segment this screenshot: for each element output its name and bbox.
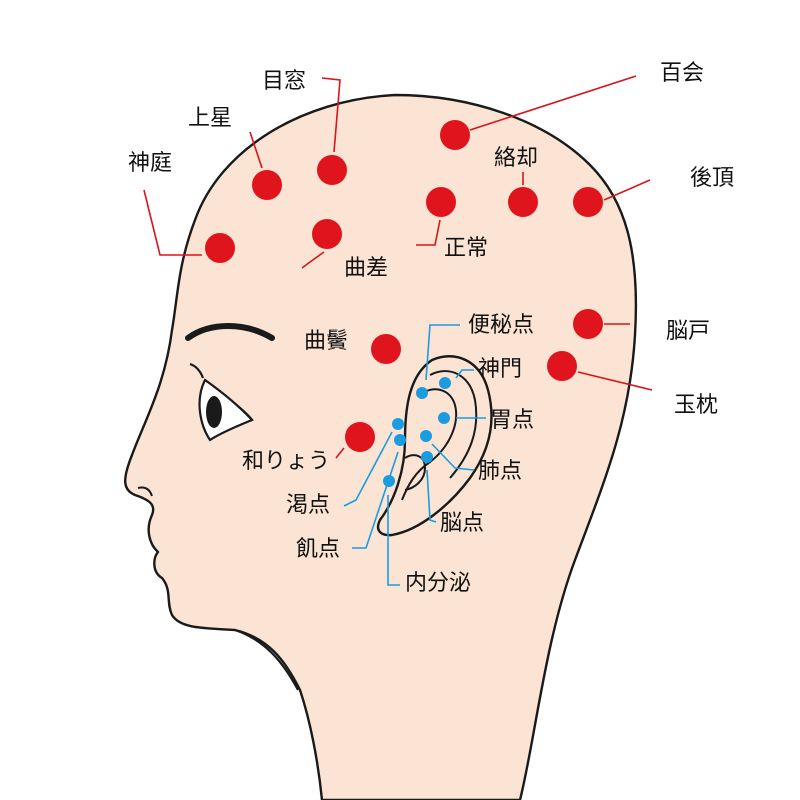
waryo-acupoint-marker bbox=[345, 422, 375, 452]
iten-label: 胃点 bbox=[490, 408, 534, 433]
josei-leader-line bbox=[249, 131, 263, 169]
haiten-label: 肺点 bbox=[478, 459, 522, 484]
naibunpi-label: 内分泌 bbox=[405, 571, 471, 596]
naibunpi-leader-line bbox=[387, 495, 400, 586]
ear-helix bbox=[429, 370, 478, 479]
mokuso-acupoint-marker bbox=[317, 155, 347, 185]
shinmon-leader-line bbox=[455, 369, 474, 379]
katsuten-leader-line bbox=[343, 431, 393, 507]
gyokuchin-acupoint-marker bbox=[547, 351, 577, 381]
iten-ear-point-marker bbox=[438, 412, 450, 424]
kyokubin-label: 曲鬢 bbox=[304, 329, 348, 354]
kyokusa-leader-line bbox=[301, 251, 325, 269]
benpiten-leader-line bbox=[425, 324, 460, 381]
katsuten-label: 渇点 bbox=[286, 493, 330, 518]
josei-acupoint-marker bbox=[252, 170, 282, 200]
eyebrow bbox=[185, 323, 275, 341]
acupoint-markers bbox=[205, 120, 603, 487]
haiten-ear-point-marker bbox=[420, 430, 432, 442]
benpiten-label: 便秘点 bbox=[468, 313, 534, 338]
hyakue-leader-line bbox=[469, 75, 637, 131]
eye-lash bbox=[189, 362, 205, 379]
haiten-leader-line bbox=[431, 443, 475, 471]
ear-antihelix bbox=[401, 388, 458, 501]
kyokubin-acupoint-marker bbox=[371, 334, 401, 364]
kiten-ear-point-marker bbox=[394, 434, 406, 446]
shintei-acupoint-marker bbox=[205, 233, 235, 263]
kiten-label: 飢点 bbox=[296, 537, 340, 562]
noten-ear-point-marker bbox=[421, 451, 433, 463]
waryo-label: 和りょう bbox=[242, 449, 330, 474]
shintei-label: 神庭 bbox=[128, 151, 172, 176]
gyokuchin-label: 玉枕 bbox=[674, 393, 718, 418]
seijo-acupoint-marker bbox=[426, 187, 456, 217]
noten-leader-line bbox=[426, 469, 437, 523]
nostril bbox=[137, 486, 153, 497]
noten-label: 脳点 bbox=[440, 511, 484, 536]
kocho-label: 後頂 bbox=[690, 166, 734, 191]
ear-canal bbox=[404, 454, 427, 491]
seijo-leader-line bbox=[416, 219, 441, 246]
gyokuchin-leader-line bbox=[577, 371, 653, 391]
rakkyaku-acupoint-marker bbox=[508, 187, 538, 217]
seijo-label: 正常 bbox=[444, 236, 488, 261]
rakkyaku-label: 絡却 bbox=[494, 146, 538, 171]
head-silhouette bbox=[124, 93, 638, 800]
hyakue-acupoint-marker bbox=[440, 120, 470, 150]
waryo-leader-line bbox=[335, 447, 345, 459]
noko-acupoint-marker bbox=[573, 309, 603, 339]
naibunpi-ear-point-marker bbox=[383, 475, 395, 487]
kocho-acupoint-marker bbox=[573, 187, 603, 217]
jaw-line bbox=[234, 628, 299, 691]
kocho-leader-line bbox=[603, 179, 651, 201]
noko-label: 脳戸 bbox=[666, 319, 710, 344]
kyokusa-label: 曲差 bbox=[344, 256, 388, 281]
josei-label: 上星 bbox=[188, 106, 232, 131]
kyokusa-acupoint-marker bbox=[312, 219, 342, 249]
leader-lines bbox=[143, 75, 653, 586]
hyakue-label: 百会 bbox=[660, 61, 704, 86]
benpiten-ear-point-marker bbox=[416, 387, 428, 399]
shinmon-ear-point-marker bbox=[439, 377, 451, 389]
eye-pupil bbox=[206, 396, 222, 428]
katsuten-ear-point-marker bbox=[392, 418, 404, 430]
mokuso-leader-line bbox=[321, 77, 341, 153]
shinmon-label: 神門 bbox=[478, 357, 522, 382]
mokuso-label: 目窓 bbox=[262, 69, 306, 94]
shintei-leader-line bbox=[143, 189, 202, 256]
